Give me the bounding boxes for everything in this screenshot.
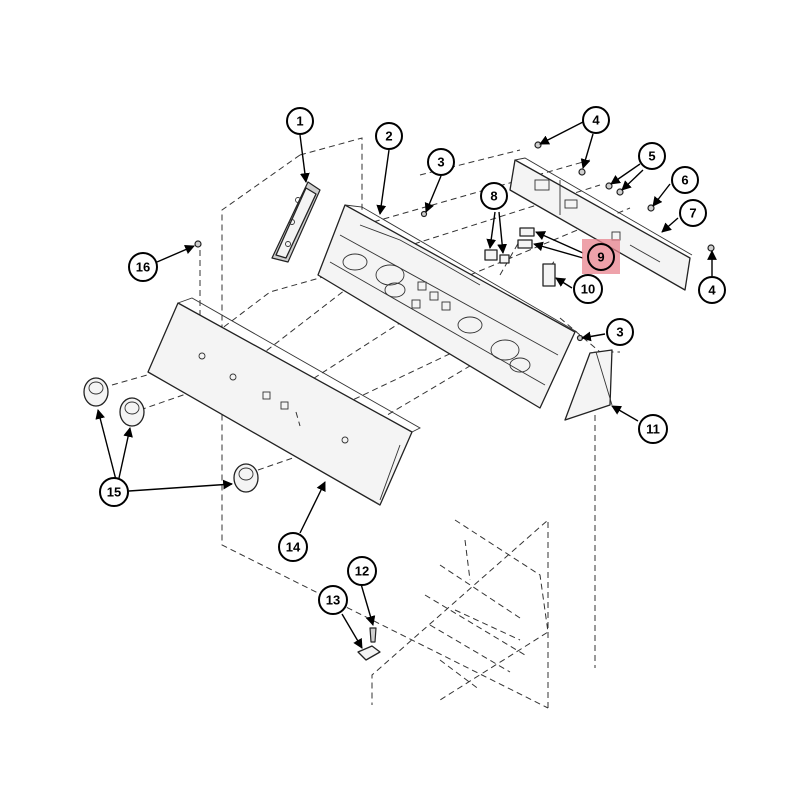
- svg-text:4: 4: [708, 283, 716, 298]
- callout-3: 3: [427, 148, 455, 176]
- callout-6: 6: [671, 166, 699, 194]
- svg-text:16: 16: [136, 260, 150, 275]
- small-parts: [194, 141, 715, 661]
- cabinet-outline: [424, 519, 549, 701]
- svg-text:12: 12: [355, 564, 369, 579]
- callout-8: 8: [480, 182, 508, 210]
- svg-text:6: 6: [681, 173, 688, 188]
- callout-5: 5: [638, 142, 666, 170]
- console-panel: [147, 297, 421, 506]
- console-frame: [317, 204, 578, 409]
- callout-7: 7: [679, 199, 707, 227]
- callout-4-right: 4: [698, 276, 726, 304]
- control-board: [509, 157, 693, 291]
- callout-9: 9: [587, 243, 615, 271]
- svg-text:4: 4: [592, 113, 600, 128]
- svg-text:9: 9: [597, 250, 604, 265]
- svg-text:3: 3: [616, 325, 623, 340]
- callout-13: 13: [318, 585, 348, 615]
- knobs: [83, 377, 259, 493]
- callout-10: 10: [573, 274, 603, 304]
- callout-1: 1: [286, 107, 314, 135]
- callout-12: 12: [347, 556, 377, 586]
- callout-2: 2: [375, 122, 403, 150]
- svg-text:11: 11: [646, 422, 660, 437]
- callout-4: 4: [582, 106, 610, 134]
- callout-16: 16: [128, 252, 158, 282]
- svg-text:1: 1: [296, 114, 303, 129]
- svg-text:3: 3: [437, 155, 444, 170]
- svg-text:7: 7: [689, 206, 696, 221]
- svg-text:15: 15: [107, 485, 121, 500]
- svg-text:2: 2: [385, 129, 392, 144]
- leader-lines: [95, 121, 717, 649]
- callout-3-lower: 3: [606, 318, 634, 346]
- right-end-cap: [564, 349, 613, 421]
- svg-text:10: 10: [581, 282, 595, 297]
- callout-15: 15: [99, 477, 129, 507]
- callout-14: 14: [278, 532, 308, 562]
- svg-text:13: 13: [326, 593, 340, 608]
- svg-text:14: 14: [286, 540, 301, 555]
- left-end-cap: [271, 181, 321, 263]
- callouts: 1 2 3 3 4 4 5 6: [99, 106, 726, 615]
- svg-text:8: 8: [490, 189, 497, 204]
- svg-text:5: 5: [648, 149, 655, 164]
- callout-11: 11: [638, 414, 668, 444]
